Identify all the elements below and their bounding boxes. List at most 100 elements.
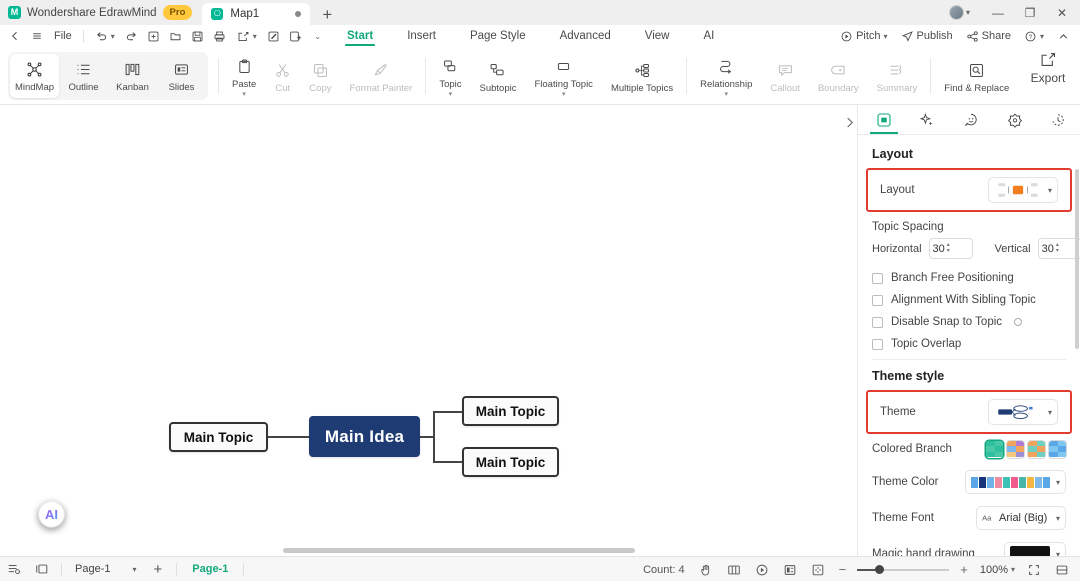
share-button[interactable]: Share [960, 26, 1017, 46]
ribbon-tab-view[interactable]: View [644, 30, 670, 42]
focus-mode-button[interactable] [1048, 557, 1076, 582]
document-tab-map1[interactable]: ⎔ Map1 [202, 3, 311, 25]
ribbon-summary-button[interactable]: Summary [868, 50, 927, 104]
account-menu[interactable]: ▾ [948, 5, 970, 20]
ribbon-kanban-button[interactable]: Kanban [108, 54, 157, 98]
colored-branch-option-3[interactable] [1028, 440, 1045, 458]
checkbox-icon[interactable] [872, 294, 883, 306]
minimize-button[interactable]: — [992, 5, 1004, 20]
ribbon-subtopic-button[interactable]: Subtopic [471, 50, 526, 104]
export-share-icon[interactable]: ▾ [231, 26, 263, 46]
layout-select[interactable]: ▾ [987, 177, 1058, 203]
colored-branch-option-2[interactable] [1007, 440, 1024, 458]
save-as-icon[interactable] [285, 26, 307, 46]
ribbon-slides-button[interactable]: Slides [157, 54, 206, 98]
maximize-button[interactable]: ❐ [1024, 5, 1036, 20]
panel-tab-sticker[interactable] [993, 105, 1037, 134]
checkbox-icon[interactable] [872, 338, 883, 350]
file-menu[interactable]: File [48, 26, 78, 46]
info-icon[interactable] [1014, 318, 1023, 326]
panel-vertical-scrollbar[interactable] [1075, 169, 1079, 349]
checkbox-icon[interactable] [872, 272, 883, 284]
ribbon-relationship-button[interactable]: Relationship ▾ [691, 50, 761, 104]
publish-button[interactable]: Publish [895, 26, 959, 46]
zoom-out-button[interactable]: − [838, 562, 847, 577]
ribbon-copy-button[interactable]: Copy [300, 50, 340, 104]
mindmap-canvas[interactable]: Main Idea Main Topic Main Topic Main Top… [0, 105, 858, 556]
undo-icon[interactable]: ▾ [89, 26, 121, 46]
edit-document-icon[interactable] [263, 26, 285, 46]
help-button[interactable]: ? ▾ [1018, 26, 1050, 46]
ribbon-paste-button[interactable]: Paste ▾ [223, 50, 265, 104]
ribbon-multiple-topics-button[interactable]: Multiple Topics [602, 50, 682, 104]
checkbox-topic-overlap[interactable]: Topic Overlap [858, 333, 1080, 355]
panel-tab-history[interactable] [1036, 105, 1080, 134]
ribbon-format-painter-button[interactable]: Format Painter [340, 50, 421, 104]
pro-badge[interactable]: Pro [162, 5, 193, 20]
panel-tab-style[interactable] [862, 105, 906, 134]
checkbox-alignment-with-sibling-topic[interactable]: Alignment With Sibling Topic [858, 289, 1080, 311]
ribbon-tab-page-style[interactable]: Page Style [469, 30, 526, 42]
ribbon-mindmap-button[interactable]: MindMap [10, 54, 59, 98]
slide-view-button[interactable] [776, 557, 804, 582]
spinner-arrows-icon[interactable]: ▴▾ [946, 242, 950, 254]
ribbon-cut-button[interactable]: Cut [265, 50, 300, 104]
close-button[interactable]: ✕ [1056, 5, 1068, 20]
zoom-level[interactable]: 100% ▾ [975, 564, 1020, 576]
hand-tool-button[interactable] [692, 557, 720, 582]
theme-font-select[interactable]: Aa Arial (Big) ▾ [976, 506, 1066, 530]
page-selector[interactable]: Page-1 ▾ [67, 563, 145, 575]
theme-font-row[interactable]: Theme Font Aa Arial (Big) ▾ [858, 500, 1080, 536]
canvas-horizontal-scrollbar[interactable] [283, 548, 635, 553]
magic-hand-drawing-row[interactable]: Magic hand drawing ▾ [858, 536, 1080, 556]
colored-branch-option-1[interactable] [986, 440, 1003, 458]
mindmap-node-main-idea[interactable]: Main Idea [309, 416, 420, 457]
fit-view-button[interactable] [804, 557, 832, 582]
ribbon-floating-topic-button[interactable]: Floating Topic ▾ [525, 50, 601, 104]
print-icon[interactable] [209, 26, 231, 46]
ribbon-export-button[interactable]: Export [1022, 51, 1074, 85]
pitch-button[interactable]: Pitch ▾ [834, 26, 893, 46]
ribbon-topic-button[interactable]: Topic ▾ [430, 50, 470, 104]
checkbox-disable-snap-to-topic[interactable]: Disable Snap to Topic [858, 311, 1080, 333]
panel-tab-ai[interactable] [906, 105, 950, 134]
add-page-button[interactable]: + [153, 560, 163, 578]
panel-toggle-button[interactable] [28, 557, 56, 582]
new-tab-button[interactable]: + [322, 5, 333, 24]
redo-icon[interactable] [121, 26, 143, 46]
zoom-in-button[interactable]: + [960, 562, 968, 577]
ribbon-outline-button[interactable]: Outline [59, 54, 108, 98]
zoom-slider-track[interactable] [857, 564, 950, 574]
zoom-slider-knob[interactable] [875, 564, 885, 574]
ribbon-callout-button[interactable]: Callout [761, 50, 809, 104]
ribbon-find-replace-button[interactable]: Find & Replace [935, 50, 1018, 104]
ribbon-tab-advanced[interactable]: Advanced [559, 30, 611, 42]
layout-row[interactable]: Layout ▾ [874, 173, 1064, 207]
ribbon-tab-insert[interactable]: Insert [407, 30, 436, 42]
vertical-spinner[interactable]: 30 ▴▾ [1037, 238, 1080, 259]
theme-select[interactable]: ▾ [987, 399, 1058, 425]
panel-collapse-button[interactable] [842, 113, 856, 131]
mindmap-node-left-topic[interactable]: Main Topic [169, 422, 268, 452]
ai-assistant-button[interactable]: AI [38, 501, 65, 528]
new-document-icon[interactable] [143, 26, 165, 46]
presentation-button[interactable] [748, 557, 776, 582]
outline-toggle-button[interactable] [0, 557, 28, 582]
ribbon-tab-start[interactable]: Start [330, 25, 390, 47]
checkbox-icon[interactable] [872, 316, 883, 328]
theme-color-select[interactable]: ▾ [964, 470, 1066, 494]
ribbon-tab-ai[interactable]: AI [703, 30, 715, 42]
menu-hamburger-icon[interactable] [26, 26, 48, 46]
spinner-arrows-icon[interactable]: ▴▾ [1055, 242, 1059, 254]
theme-row[interactable]: Theme ▾ [874, 395, 1064, 429]
theme-color-row[interactable]: Theme Color ▾ [858, 464, 1080, 500]
zoom-slider[interactable] [857, 564, 950, 574]
mindmap-node-right-bottom-topic[interactable]: Main Topic [462, 447, 559, 477]
horizontal-spinner[interactable]: 30 ▴▾ [928, 238, 973, 259]
current-page-tab[interactable]: Page-1 [192, 563, 229, 575]
back-icon[interactable] [4, 26, 26, 46]
mindmap-node-right-top-topic[interactable]: Main Topic [462, 396, 559, 426]
collapse-ribbon-button[interactable] [1051, 26, 1076, 46]
ribbon-boundary-button[interactable]: Boundary [809, 50, 868, 104]
customize-qat-icon[interactable]: ⌄ [307, 26, 329, 46]
